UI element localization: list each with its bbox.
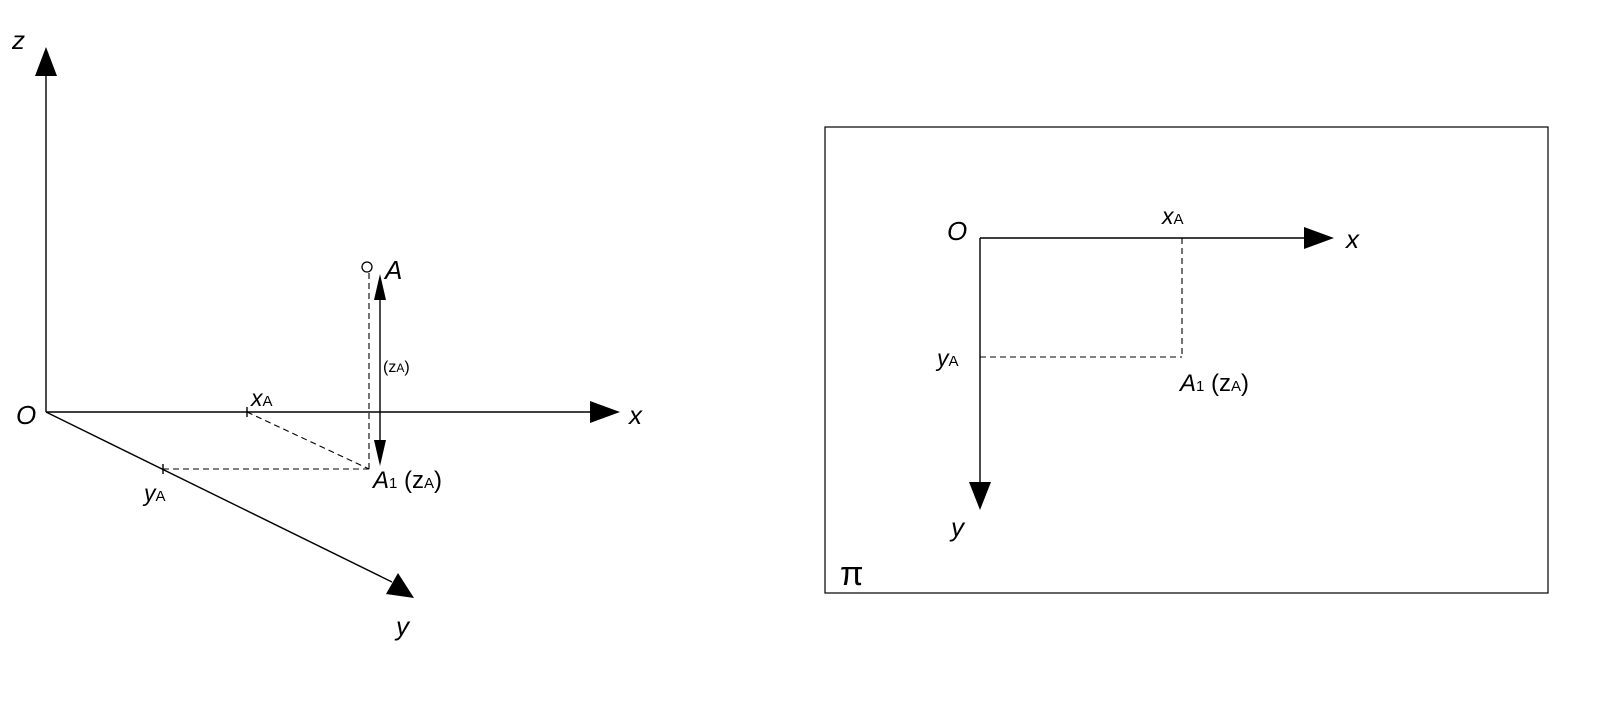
z-axis-label: z	[11, 25, 25, 55]
y-axis	[45, 411, 393, 583]
plane-a1-label: A1 (zA)	[1178, 370, 1249, 397]
plane-origin-label: O	[947, 216, 967, 246]
za-arrow-up	[374, 274, 386, 300]
z-axis-arrowhead	[35, 47, 57, 76]
left-3d-figure: z x y O A xA yA (zA) A1 (zA)	[11, 25, 643, 641]
plane-x-label: x	[1344, 224, 1360, 254]
plane-xa-label: xA	[1161, 203, 1184, 229]
za-arrow-down	[374, 440, 386, 466]
right-plane-figure: π O x y xA yA A1 (zA)	[824, 126, 1549, 594]
plane-pi-label: π	[840, 555, 863, 593]
point-a-label: A	[383, 255, 402, 285]
xa-label: xA	[250, 385, 273, 411]
point-a-marker	[361, 261, 373, 273]
za-dimension-label: (zA)	[383, 359, 410, 376]
ya-label: yA	[142, 480, 166, 506]
x-axis-label: x	[627, 400, 643, 430]
plane-pi-frame	[824, 126, 1549, 594]
xa-to-a1-dashed	[246, 411, 370, 470]
origin-label: O	[16, 400, 36, 430]
plane-y-arrowhead	[969, 482, 991, 510]
y-axis-arrowhead	[386, 573, 414, 598]
plane-x-arrowhead	[1304, 227, 1334, 249]
plane-ya-label: yA	[935, 345, 959, 371]
x-axis-arrowhead	[590, 401, 620, 423]
a1-label: A1 (zA)	[371, 467, 442, 494]
y-axis-label: y	[394, 611, 411, 641]
plane-y-label: y	[949, 512, 966, 542]
